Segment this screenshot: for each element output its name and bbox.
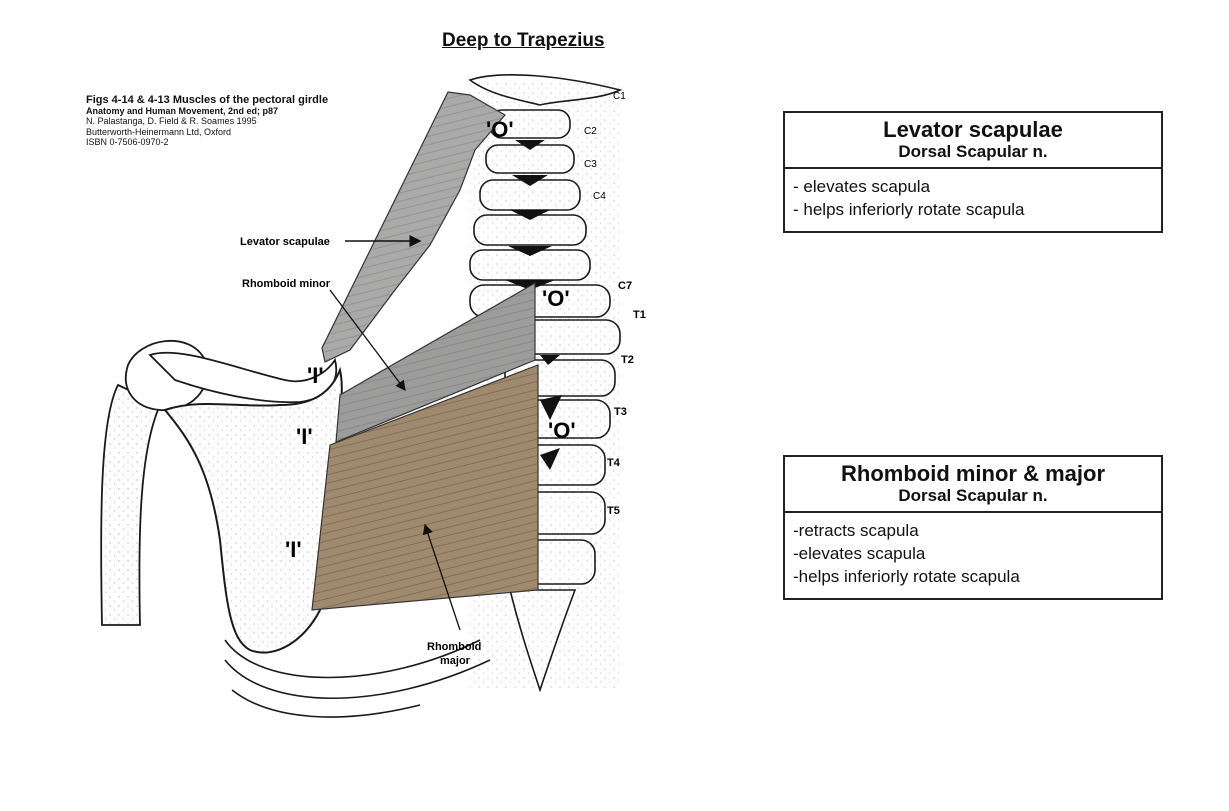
citation-line: Anatomy and Human Movement, 2nd ed; p87 <box>86 105 279 116</box>
action-item: - helps inferiorly rotate scapula <box>793 200 1025 219</box>
origin-marker: 'O' <box>548 418 576 443</box>
vertebra-label: C7 <box>618 280 632 292</box>
page-title: Deep to Trapezius <box>442 30 605 51</box>
action-list: -retracts scapula -elevates scapula -hel… <box>785 513 1161 592</box>
action-item: -elevates scapula <box>793 544 926 563</box>
vertebra-label: T1 <box>633 309 646 321</box>
card-header: Levator scapulae Dorsal Scapular n. <box>785 113 1161 169</box>
vertebra-label: C4 <box>593 191 606 202</box>
vertebra-label: T5 <box>607 505 620 517</box>
label-rhomboid-minor: Rhomboid minor <box>242 278 331 290</box>
origin-marker: 'O' <box>486 117 514 142</box>
action-list: - elevates scapula - helps inferiorly ro… <box>785 169 1161 225</box>
citation-line: Butterworth-Heinermann Ltd, Oxford <box>86 126 232 137</box>
muscle-name: Levator scapulae <box>883 117 1063 142</box>
insertion-marker: 'I' <box>285 537 302 562</box>
muscle-name: Rhomboid minor & major <box>841 461 1105 486</box>
rhomboid-minor-leader <box>329 289 406 392</box>
label-rhomboid-major: major <box>440 655 471 667</box>
vertebra-label: T2 <box>621 354 634 366</box>
nerve-supply: Dorsal Scapular n. <box>898 486 1048 505</box>
vertebra-label: C2 <box>584 126 597 137</box>
vertebra-label: T4 <box>607 457 621 469</box>
figure-citation: Figs 4-14 & 4-13 Muscles of the pectoral… <box>86 95 328 148</box>
action-item: -retracts scapula <box>793 521 919 540</box>
citation-line: N. Palastanga, D. Field & R. Soames 1995 <box>86 116 257 126</box>
vertebra-label: T3 <box>614 406 627 418</box>
rhomboid-card: Rhomboid minor & major Dorsal Scapular n… <box>783 455 1163 600</box>
citation-line: Figs 4-14 & 4-13 Muscles of the pectoral… <box>86 94 329 106</box>
insertion-marker: 'I' <box>307 363 324 388</box>
acromion <box>148 351 338 404</box>
rhomboid-major-leader <box>422 523 461 631</box>
vertebra-label: C3 <box>584 159 597 170</box>
card-header: Rhomboid minor & major Dorsal Scapular n… <box>785 457 1161 513</box>
insertion-marker: 'I' <box>296 424 313 449</box>
label-levator-scapulae: Levator scapulae <box>240 236 330 248</box>
rib <box>224 659 491 700</box>
label-rhomboid-major: Rhomboid <box>427 641 481 653</box>
action-item: -helps inferiorly rotate scapula <box>793 567 1020 586</box>
origin-marker: 'O' <box>542 286 570 311</box>
vertebra-label: C1 <box>613 91 626 102</box>
rib <box>224 639 481 679</box>
action-item: - elevates scapula <box>793 177 931 196</box>
rib <box>231 689 421 718</box>
levator-scapulae-card: Levator scapulae Dorsal Scapular n. - el… <box>783 111 1163 233</box>
nerve-supply: Dorsal Scapular n. <box>898 142 1048 161</box>
citation-line: ISBN 0-7506-0970-2 <box>86 137 169 147</box>
